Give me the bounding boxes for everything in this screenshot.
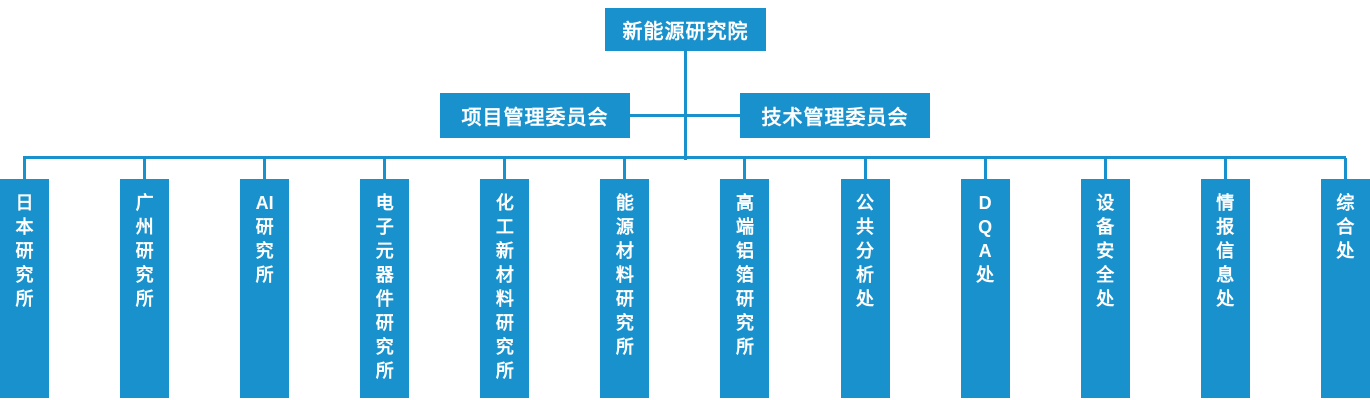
department-node: AI 研 究 所 — [240, 158, 290, 398]
department-label: D Q A 处 — [976, 193, 995, 285]
dept-connector-line — [743, 158, 747, 179]
department-label: 设 备 安 全 处 — [1096, 193, 1115, 309]
department-label: 情 报 信 息 处 — [1216, 193, 1235, 309]
department-node: 高 端 铝 箔 研 究 所 — [720, 158, 770, 398]
root-connector-line — [684, 50, 687, 160]
department-node: 日 本 研 究 所 — [0, 158, 49, 398]
department-label: 化 工 新 材 料 研 究 所 — [495, 193, 514, 381]
committee-connector-line — [630, 114, 740, 117]
dept-connector-line — [863, 158, 867, 179]
dept-connector-line — [383, 158, 387, 179]
dept-connector-line — [623, 158, 627, 179]
department-label: 电 子 元 器 件 研 究 所 — [375, 193, 394, 381]
dept-connector-line — [1103, 158, 1107, 179]
dept-connector-line — [1343, 158, 1347, 179]
department-label: 公 共 分 析 处 — [856, 193, 875, 309]
department-node: 电 子 元 器 件 研 究 所 — [360, 158, 410, 398]
dept-connector-line — [23, 158, 26, 179]
root-node: 新能源研究院 — [605, 8, 766, 51]
department-label: 能 源 材 料 研 究 所 — [615, 193, 634, 357]
committee-node-project: 项目管理委员会 — [440, 93, 630, 138]
department-label: 高 端 铝 箔 研 究 所 — [735, 193, 754, 357]
dept-connector-line — [263, 158, 267, 179]
department-label: 日 本 研 究 所 — [15, 193, 34, 309]
department-row: 日 本 研 究 所 广 州 研 究 所 AI 研 究 所 电 子 元 器 件 研… — [0, 158, 1370, 398]
dept-connector-line — [143, 158, 147, 179]
dept-connector-line — [1223, 158, 1227, 179]
department-node: 情 报 信 息 处 — [1200, 158, 1250, 398]
department-node: 设 备 安 全 处 — [1080, 158, 1130, 398]
dept-connector-line — [983, 158, 987, 179]
dept-connector-line — [503, 158, 507, 179]
department-label: 广 州 研 究 所 — [135, 193, 154, 309]
department-label: AI 研 究 所 — [255, 193, 274, 285]
committee-label: 技术管理委员会 — [761, 107, 909, 129]
committee-node-technology: 技术管理委员会 — [740, 93, 930, 138]
committee-label: 项目管理委员会 — [461, 107, 609, 129]
department-node: 综 合 处 — [1320, 158, 1370, 398]
main-rail-line — [23, 156, 1346, 159]
department-node: 能 源 材 料 研 究 所 — [600, 158, 650, 398]
department-node: 公 共 分 析 处 — [840, 158, 890, 398]
department-label: 综 合 处 — [1336, 193, 1355, 261]
department-node: 广 州 研 究 所 — [120, 158, 170, 398]
department-node: 化 工 新 材 料 研 究 所 — [480, 158, 530, 398]
department-node: D Q A 处 — [960, 158, 1010, 398]
root-node-label: 新能源研究院 — [622, 21, 749, 43]
